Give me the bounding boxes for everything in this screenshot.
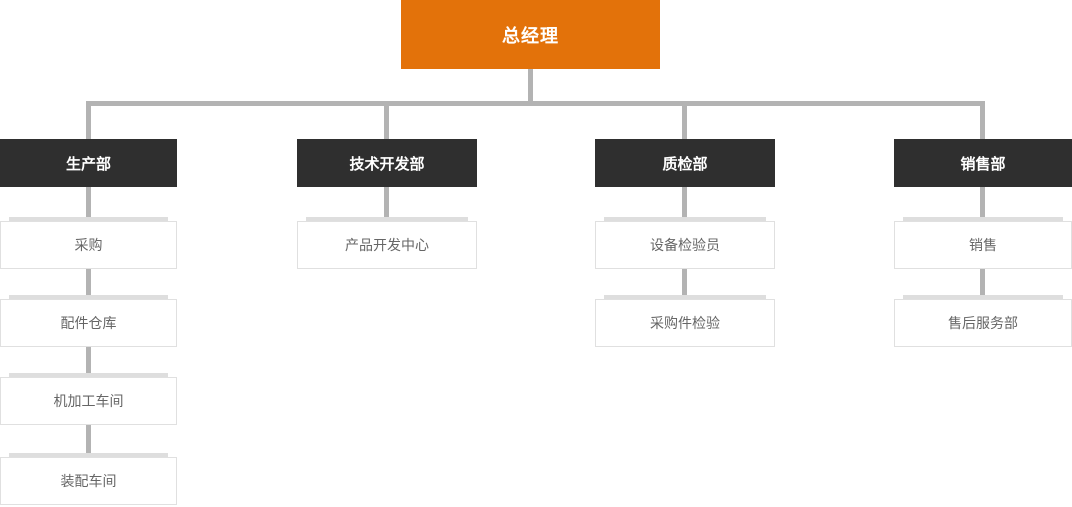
connector-production-child-1 xyxy=(86,187,91,221)
child-node-purchased-parts-inspection: 采购件检验 xyxy=(595,295,775,347)
connector-qc-child-2 xyxy=(682,269,687,299)
connector-sales-child-1 xyxy=(980,187,985,221)
child-node-sales: 销售 xyxy=(894,217,1072,269)
child-node-product-dev-center: 产品开发中心 xyxy=(297,217,477,269)
child-node-equipment-inspector: 设备检验员 xyxy=(595,217,775,269)
connector-drop-tech-dev xyxy=(384,101,389,139)
connector-drop-sales xyxy=(980,101,985,139)
connector-production-child-3 xyxy=(86,347,91,377)
dept-node-qc: 质检部 xyxy=(595,139,775,187)
connector-drop-production xyxy=(86,101,91,139)
dept-node-tech-dev: 技术开发部 xyxy=(297,139,477,187)
root-node-general-manager: 总经理 xyxy=(401,0,660,69)
child-node-machining-workshop: 机加工车间 xyxy=(0,373,177,425)
connector-qc-child-1 xyxy=(682,187,687,221)
child-node-purchasing: 采购 xyxy=(0,217,177,269)
connector-tech-dev-child-1 xyxy=(384,187,389,221)
child-node-assembly-workshop: 装配车间 xyxy=(0,453,177,505)
connector-drop-qc xyxy=(682,101,687,139)
child-node-parts-warehouse: 配件仓库 xyxy=(0,295,177,347)
child-node-after-sales-service: 售后服务部 xyxy=(894,295,1072,347)
connector-production-child-4 xyxy=(86,425,91,457)
dept-node-production: 生产部 xyxy=(0,139,177,187)
dept-node-sales: 销售部 xyxy=(894,139,1072,187)
connector-root-stub xyxy=(528,69,533,105)
connector-production-child-2 xyxy=(86,269,91,299)
connector-horizontal-rail xyxy=(86,101,985,106)
connector-sales-child-2 xyxy=(980,269,985,299)
